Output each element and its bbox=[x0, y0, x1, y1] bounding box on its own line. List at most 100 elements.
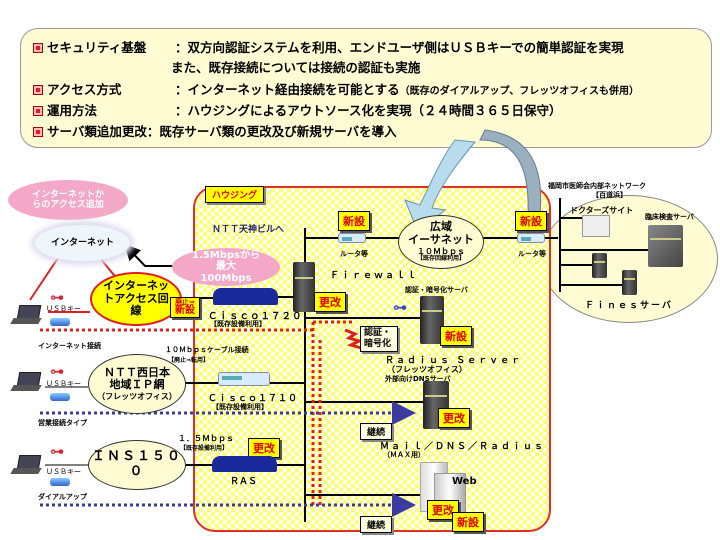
summary-line-security: セキュリティ基盤：双方向認証システムを利用、エンドユーザ側はＵＳＢキーでの簡単認… bbox=[33, 37, 624, 56]
router-right-icon bbox=[517, 233, 545, 243]
text: 廃止⇒ bbox=[175, 298, 195, 306]
internet-connection-label: インターネット接続 bbox=[38, 342, 101, 350]
summary-line-operation: 運用方法 ：ハウジングによるアウトソース化を実現（２４時間３６５日保守） bbox=[33, 100, 562, 119]
doctors-site-label: ドクターズサイト bbox=[570, 206, 634, 215]
fines-server-icon bbox=[592, 253, 607, 278]
usb-key-label: ＵＳＢキー bbox=[46, 468, 81, 476]
usb-icon bbox=[50, 318, 70, 326]
text: 広域 bbox=[430, 220, 452, 234]
router-left-label: ルータ等 bbox=[340, 250, 368, 258]
internal-network-title: 福岡市医師会内部ネットワーク bbox=[548, 182, 646, 190]
radius-badge: 更改 bbox=[438, 408, 470, 428]
ins-speed-label: １．５Ｍｂｐｓ bbox=[178, 434, 234, 443]
bullet-icon bbox=[33, 127, 43, 137]
housing-area bbox=[193, 186, 551, 532]
text: ：双方向認証システムを利用、エンドユーザ側はＵＳＢキーでの簡単認証を実現 bbox=[175, 40, 624, 55]
router-left-icon bbox=[338, 233, 366, 243]
bullet-icon bbox=[33, 43, 43, 53]
text: 【既存回線利用】 bbox=[416, 254, 465, 262]
firewall-label: Ｆｉｒｅｗａｌｌ bbox=[330, 271, 419, 281]
ins1500-network: ＩＮＳ１５００ bbox=[88, 440, 186, 490]
mail-server-label: Ｍａｉｌ／ＤＮＳ／Ｒａｄｉｕｓ bbox=[380, 442, 546, 452]
text: 1.5Mbpsから最大100Mbps bbox=[192, 249, 260, 284]
text: （フレッツオフィス） bbox=[97, 392, 177, 402]
web-status-box: 継続 bbox=[360, 516, 393, 533]
ntt-flets-network: ＮＴＴ西日本地域ＩＰ網（フレッツオフィス） bbox=[88, 354, 186, 414]
text: インターネット bbox=[50, 237, 114, 248]
router-right-badge: 新設 bbox=[515, 211, 547, 231]
text: インターネットアクセス回線 bbox=[103, 279, 169, 318]
usb-icon bbox=[50, 393, 70, 401]
auth-server-label: 認証・暗号化サーバ bbox=[405, 286, 468, 294]
ntt-tenjin-label: ＮＴＴ天神ビルへ bbox=[212, 225, 285, 235]
web-server-label: Web bbox=[452, 476, 477, 487]
router-left-badge: 新設 bbox=[338, 211, 370, 231]
key-icon: ⊶ bbox=[50, 290, 64, 306]
label: サーバ類追加更改 bbox=[47, 124, 147, 139]
laptop-icon bbox=[12, 372, 42, 392]
auth-server-badge: 新設 bbox=[440, 326, 472, 346]
text: 新設 bbox=[175, 305, 195, 316]
firewall-server-icon bbox=[293, 262, 315, 312]
text: 地域ＩＰ網 bbox=[109, 378, 165, 392]
cisco1710-router-icon bbox=[218, 372, 270, 386]
summary-line-access: アクセス方式 ：インターネット経由接続を可能とする（既存のダイアルアップ、フレッツ… bbox=[33, 79, 639, 98]
laptop-icon bbox=[12, 305, 42, 325]
text: ＮＴＴ西日本 bbox=[104, 365, 170, 379]
cisco1720-note: 【既存設備利用】 bbox=[210, 320, 266, 328]
usb-key-label: ＵＳＢキー bbox=[46, 380, 81, 388]
bullet-icon bbox=[33, 85, 43, 95]
text: インターネットからのアクセス追加 bbox=[31, 189, 104, 210]
pc-icon bbox=[582, 215, 610, 237]
bullet-icon bbox=[33, 106, 43, 116]
text: ：インターネット経由接続を可能とする bbox=[175, 82, 400, 97]
internet-access-line: インターネットアクセス回線 bbox=[90, 272, 182, 326]
business-type-label: 営業接続タイプ bbox=[38, 419, 87, 427]
radius-server-label: Ｒａｄｉｕｓ Ｓｅｒｖｅｒ bbox=[385, 356, 523, 366]
lab-server-label: 臨床検査サーバ bbox=[645, 213, 694, 221]
text: １０Ｍｂｐｓ bbox=[417, 246, 465, 256]
text: イーサネット bbox=[408, 232, 474, 246]
label: アクセス方式 bbox=[47, 82, 122, 97]
ras-router-icon bbox=[212, 456, 277, 472]
ins-note: 【既存設備利用】 bbox=[180, 445, 229, 452]
internet-access-add-bubble: インターネットからのアクセス追加 bbox=[8, 180, 128, 220]
usb-icon bbox=[50, 478, 70, 486]
lab-server-icon bbox=[648, 225, 683, 267]
dns-server-label: 外部向けDNSサーバ bbox=[385, 375, 451, 383]
text: ：ハウジングによるアウトソース化を実現（２４時間３６５日保守） bbox=[175, 103, 562, 118]
key-icon: ⊶ bbox=[50, 364, 64, 380]
firewall-badge: 更改 bbox=[314, 292, 346, 312]
dialup-label: ダイアルアップ bbox=[38, 493, 87, 501]
line-badge-new: 廃止⇒新設 bbox=[170, 297, 200, 318]
auth-encrypt-box: 認証・暗号化 bbox=[360, 326, 398, 352]
text: ＩＮＳ１５００ bbox=[91, 449, 182, 479]
housing-label: ハウジング bbox=[205, 186, 265, 203]
summary-box: セキュリティ基盤：双方向認証システムを利用、エンドユーザ側はＵＳＢキーでの簡単認… bbox=[20, 28, 712, 148]
text: ：既存サーバ類の更改及び新規サーバを導入 bbox=[146, 124, 397, 139]
mail-server-sub: （ＭＡＸ用） bbox=[383, 451, 425, 459]
web-badge-new: 新設 bbox=[452, 512, 484, 532]
speed-bubble: 1.5Mbpsから最大100Mbps bbox=[172, 248, 280, 286]
summary-line-servers: サーバ類追加更改：既存サーバ類の更改及び新規サーバを導入 bbox=[33, 121, 397, 140]
web-badge-renew: 更改 bbox=[427, 500, 459, 520]
internet-cloud: インターネット bbox=[35, 225, 130, 261]
ras-badge: 更改 bbox=[248, 438, 280, 458]
cisco1710-note: 【既存設備利用】 bbox=[212, 403, 268, 411]
key-icon: ⊶ bbox=[50, 444, 64, 460]
laptop-icon bbox=[12, 455, 42, 475]
note: （既存のダイアルアップ、フレッツオフィスも併用） bbox=[399, 86, 640, 97]
fines-server-icon-2 bbox=[622, 270, 637, 295]
text: また、既存接続については接続の認証も実施 bbox=[171, 60, 421, 75]
internal-network-place: 【百道浜】 bbox=[592, 191, 627, 199]
cisco1720-label: Ｃｉｓｃｏ１７２０ bbox=[208, 311, 303, 322]
label: 運用方法 bbox=[47, 103, 98, 118]
curved-arrow-right bbox=[479, 129, 542, 216]
usb-key-label: ＵＳＢキー bbox=[46, 305, 81, 313]
radius-status-box: 継続 bbox=[360, 423, 393, 440]
cisco1720-router-icon bbox=[213, 288, 278, 305]
flets-note: 【廃止⇒転用】 bbox=[168, 357, 210, 364]
radius-sub-label: （フレッツオフィス） bbox=[387, 365, 467, 374]
cisco1710-label: Ｃｉｓｃｏ１７１０ bbox=[208, 394, 299, 404]
